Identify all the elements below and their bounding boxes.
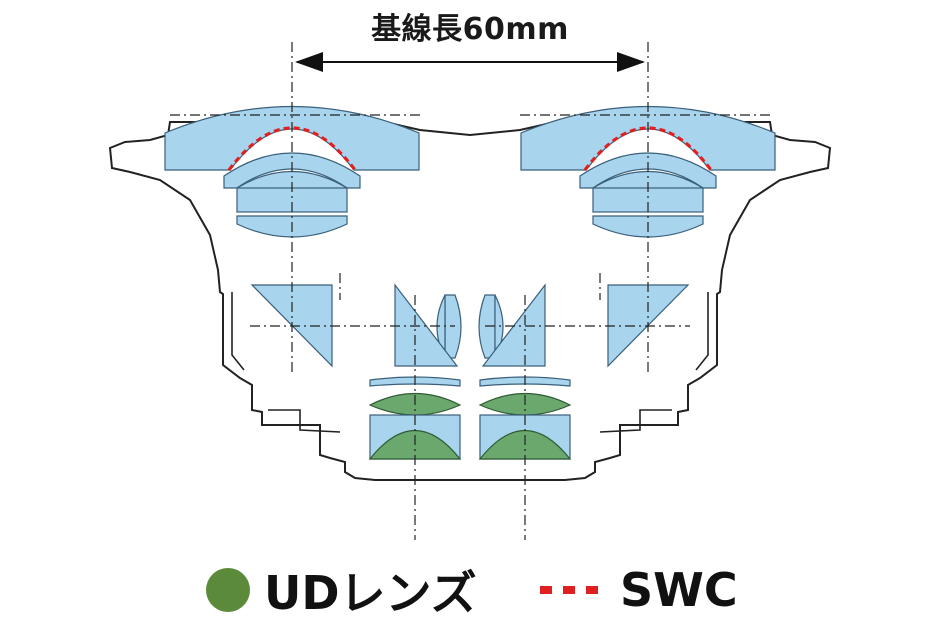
legend-ud-label: UDレンズ [264, 566, 477, 620]
swc-coating-arc [227, 126, 357, 171]
housing-inner-left [231, 292, 341, 433]
left-optics [164, 105, 420, 368]
legend-swc-label: SWC [620, 563, 738, 617]
second-meniscus-lens [579, 152, 717, 189]
legend-swc: SWC [540, 560, 738, 620]
legend-ud: UDレンズ [206, 560, 477, 620]
swc-coating-arc [583, 126, 713, 171]
legend: UDレンズ SWC [0, 560, 940, 620]
optical-axes [170, 42, 770, 540]
housing-outline [108, 121, 832, 481]
ud-lens-dot-icon [206, 568, 250, 612]
swc-dash-icon [540, 586, 598, 594]
relay-optics [368, 283, 572, 460]
housing-inner-right [599, 292, 709, 433]
second-meniscus-lens [223, 152, 361, 189]
diagram-title: 基線長60mm [371, 12, 569, 47]
